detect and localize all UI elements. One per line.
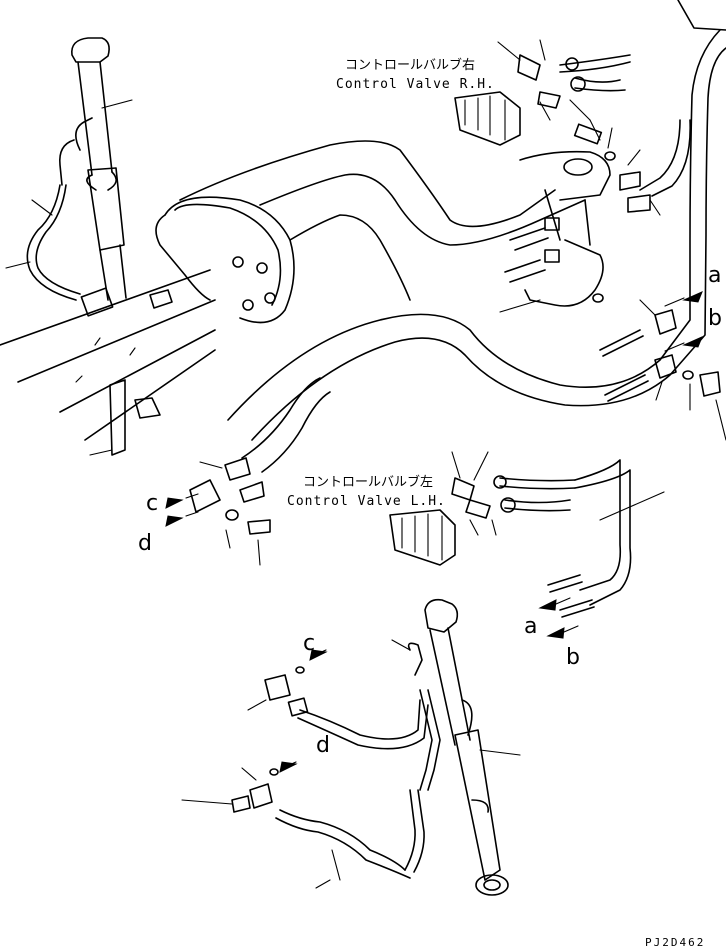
arrow-c-bottom — [309, 649, 328, 661]
ref-a-upper: a — [708, 263, 721, 288]
drawing-code: PJ2D462 — [645, 936, 705, 949]
ref-d-bottom: d — [316, 733, 330, 758]
arrow-d-bottom — [279, 761, 298, 773]
right-fittings — [499, 119, 691, 313]
ref-c-left: c — [146, 491, 158, 516]
lower-right-tube — [538, 459, 665, 639]
valve-rh-label-jp: コントロールバルブ右 — [345, 57, 475, 73]
arrow-a-upper — [682, 291, 703, 303]
ref-c-bottom: c — [303, 631, 315, 656]
valve-lh-label-en: Control Valve L.H. — [287, 494, 446, 509]
ref-b-lower: b — [566, 645, 580, 670]
valve-lh-label-jp: コントロールバルブ左 — [303, 474, 433, 490]
arrow-b-upper — [682, 336, 703, 348]
arrow-c-left — [165, 497, 184, 509]
ref-d-left: d — [138, 531, 152, 556]
valve-rh-label-en: Control Valve R.H. — [336, 77, 495, 92]
arrow-a-lower — [538, 599, 557, 611]
arrow-d-left — [165, 515, 184, 527]
right-connection-ab — [599, 291, 726, 441]
lower-cylinder — [391, 598, 521, 896]
ref-b-upper: b — [708, 306, 722, 331]
left-fitting-block — [89, 379, 271, 566]
control-valve-lh — [389, 451, 576, 566]
left-upper-cylinder — [5, 37, 133, 317]
arrow-b-lower — [546, 627, 565, 639]
lower-hoses — [181, 649, 429, 889]
steel-tube-main — [227, 0, 726, 473]
control-valve-rh — [454, 39, 631, 146]
ref-a-lower: a — [524, 614, 537, 639]
axle-frame — [0, 140, 611, 441]
